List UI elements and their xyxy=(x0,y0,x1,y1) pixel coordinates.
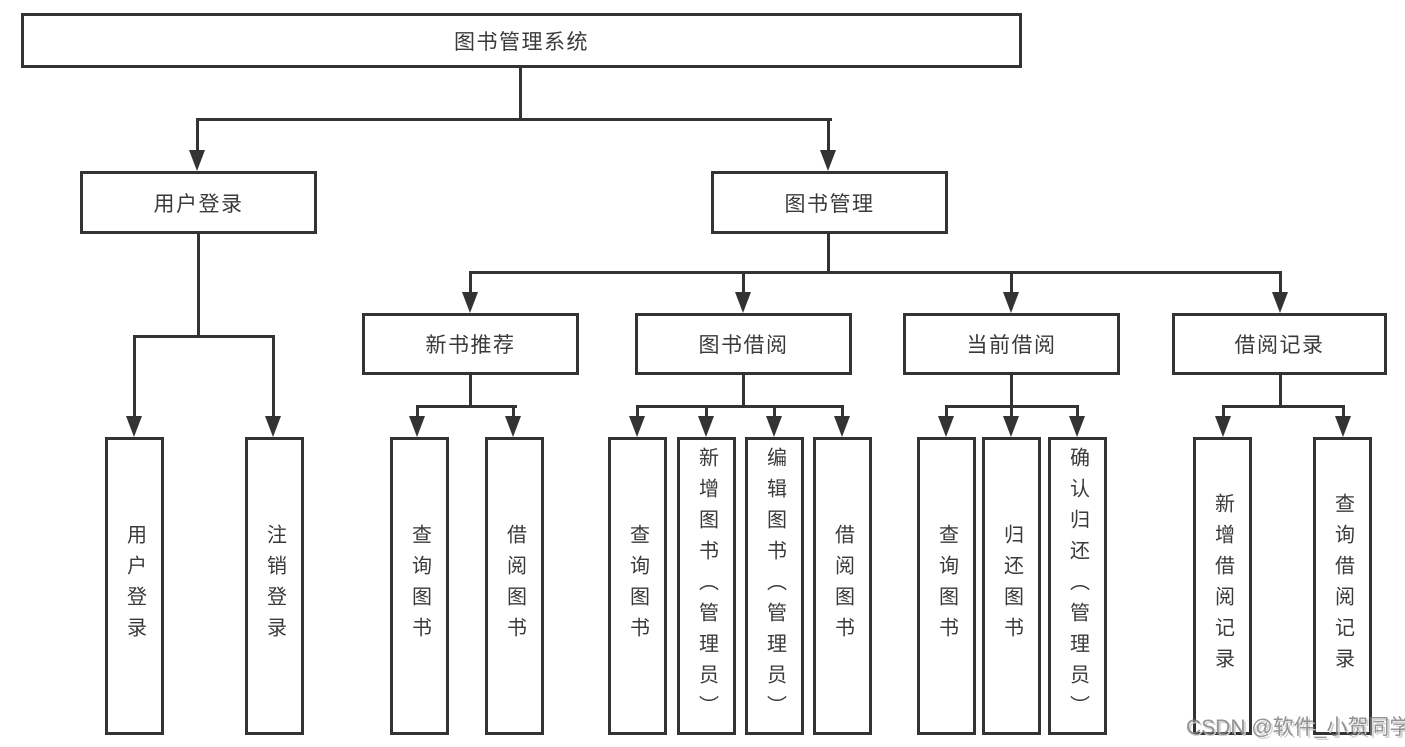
connector-user-login-bar xyxy=(133,335,275,338)
connector-user-login-stem xyxy=(197,233,200,337)
arrow-down-icon xyxy=(1003,292,1019,313)
connector-arm xyxy=(469,271,472,295)
leaf-cb-query-books: 查询图书 xyxy=(917,437,976,735)
connector-arm xyxy=(1010,271,1013,295)
leaf-cb-return-books: 归还图书 xyxy=(982,437,1041,735)
connector-arm xyxy=(945,405,948,418)
connector-arm xyxy=(196,118,199,154)
connector-arm xyxy=(1342,405,1345,418)
arrow-down-icon xyxy=(505,416,521,437)
arrow-down-icon xyxy=(1069,416,1085,437)
leaf-logout: 注销登录 xyxy=(245,437,304,735)
arrow-down-icon xyxy=(766,416,782,437)
leaf-br-query-record: 查询借阅记录 xyxy=(1313,437,1372,735)
leaf-bb-edit-books-admin: 编辑图书（管理员） xyxy=(745,437,804,735)
node-borrowing-records: 借阅记录 xyxy=(1172,313,1387,375)
leaf-br-add-record: 新增借阅记录 xyxy=(1193,437,1252,735)
connector-arm xyxy=(742,271,745,295)
connector-arm xyxy=(416,405,419,418)
arrow-down-icon xyxy=(409,416,425,437)
connector-arm xyxy=(1222,405,1225,418)
leaf-user-login: 用户登录 xyxy=(105,437,164,735)
connector-cb-stem xyxy=(1010,374,1013,407)
leaf-cb-confirm-return-admin: 确认归还（管理员） xyxy=(1048,437,1107,735)
arrow-down-icon xyxy=(735,292,751,313)
connector-book-mgmt-bar xyxy=(469,271,1282,274)
connector-br-stem xyxy=(1279,374,1282,407)
node-book-management: 图书管理 xyxy=(711,171,948,234)
connector-bb-stem xyxy=(742,374,745,407)
arrow-down-icon xyxy=(189,150,205,171)
leaf-bb-query-books: 查询图书 xyxy=(608,437,667,735)
connector-root-stem xyxy=(519,66,522,120)
connector-arm xyxy=(827,118,830,154)
connector-book-mgmt-stem xyxy=(827,233,830,274)
node-current-borrowing: 当前借阅 xyxy=(903,313,1120,375)
connector-arm xyxy=(705,405,708,418)
arrow-down-icon xyxy=(698,416,714,437)
connector-arm xyxy=(773,405,776,418)
leaf-nbr-query-books: 查询图书 xyxy=(390,437,449,735)
connector-arm xyxy=(1279,271,1282,295)
arrow-down-icon xyxy=(938,416,954,437)
arrow-down-icon xyxy=(629,416,645,437)
arrow-down-icon xyxy=(820,150,836,171)
connector-arm xyxy=(841,405,844,418)
leaf-bb-borrow-books: 借阅图书 xyxy=(813,437,872,735)
connector-arm xyxy=(133,335,136,418)
node-user-login: 用户登录 xyxy=(80,171,317,234)
connector-arm xyxy=(1010,405,1013,418)
node-new-book-recommend: 新书推荐 xyxy=(362,313,579,375)
leaf-bb-add-books-admin: 新增图书（管理员） xyxy=(677,437,736,735)
leaf-nbr-borrow-books: 借阅图书 xyxy=(485,437,544,735)
connector-nbr-stem xyxy=(469,374,472,407)
arrow-down-icon xyxy=(1272,292,1288,313)
csdn-watermark: CSDN @软件_小贺同学 xyxy=(1186,716,1405,739)
connector-nbr-bar xyxy=(416,405,517,408)
node-book-borrowing: 图书借阅 xyxy=(635,313,852,375)
arrow-down-icon xyxy=(126,416,142,437)
arrow-down-icon xyxy=(462,292,478,313)
connector-arm xyxy=(1076,405,1079,418)
arrow-down-icon xyxy=(1335,416,1351,437)
node-root-library-system: 图书管理系统 xyxy=(21,13,1022,68)
connector-arm xyxy=(512,405,515,418)
connector-arm xyxy=(636,405,639,418)
arrow-down-icon xyxy=(1215,416,1231,437)
arrow-down-icon xyxy=(1003,416,1019,437)
connector-bb-bar xyxy=(636,405,844,408)
connector-arm xyxy=(272,335,275,418)
connector-br-bar xyxy=(1222,405,1344,408)
connector-root-bar xyxy=(197,118,832,121)
arrow-down-icon xyxy=(834,416,850,437)
arrow-down-icon xyxy=(265,416,281,437)
